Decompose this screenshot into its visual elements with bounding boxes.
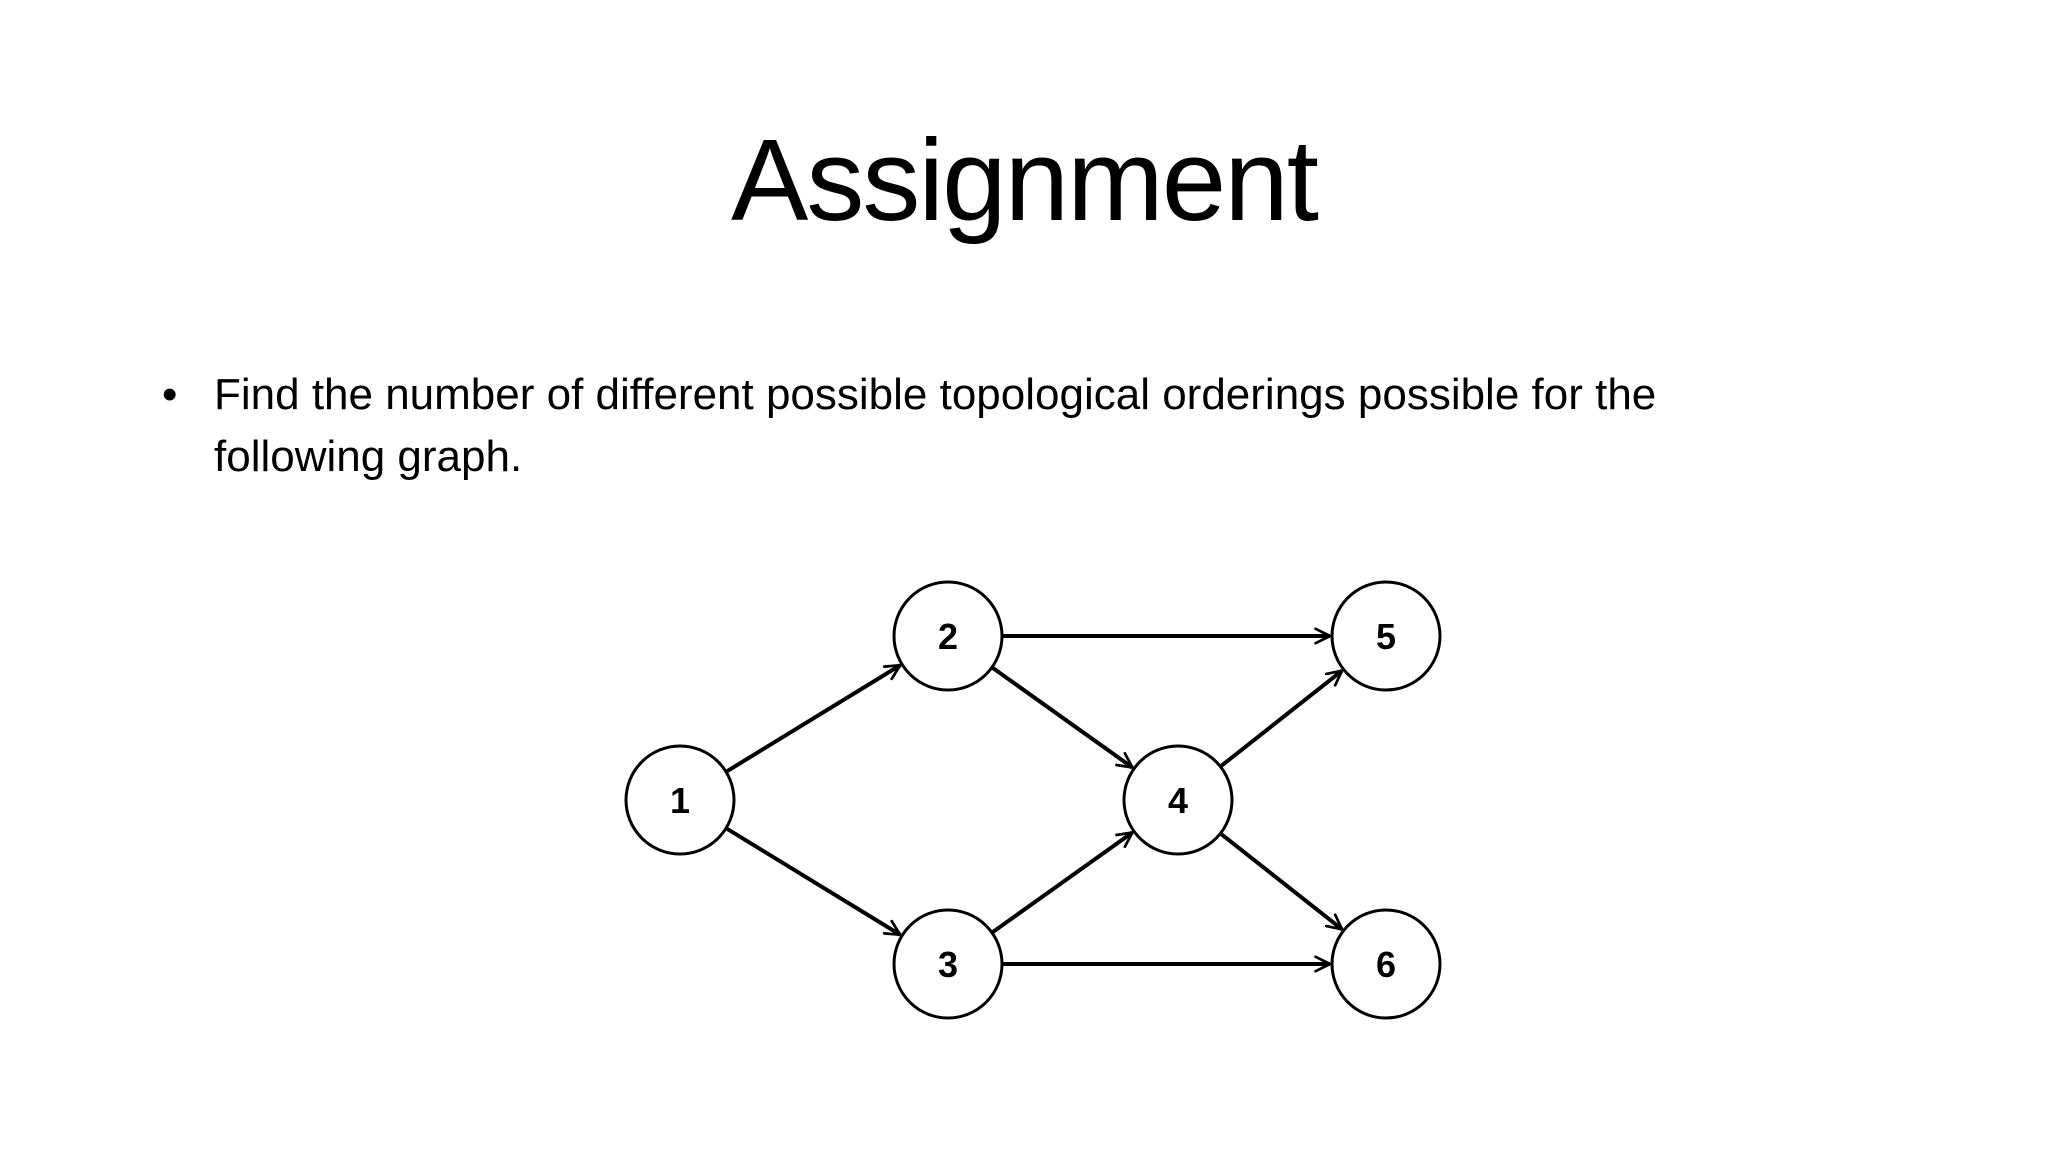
node-circle (624, 744, 736, 856)
edge-3-to-4 (990, 830, 1134, 935)
edge-1-to-2 (725, 663, 902, 774)
node-label: 2 (938, 616, 958, 657)
graph-node-1: 1 (624, 744, 736, 856)
edge-4-to-6 (1219, 831, 1344, 931)
node-label: 3 (938, 944, 958, 985)
node-circle (1330, 580, 1442, 692)
edge-2-to-4 (990, 665, 1134, 770)
edge-4-to-5 (1219, 669, 1344, 769)
node-label: 6 (1376, 944, 1396, 985)
node-label: 5 (1376, 616, 1396, 657)
node-label: 1 (670, 780, 690, 821)
node-label: 4 (1168, 780, 1188, 821)
edge-1-to-3 (725, 826, 902, 937)
graph-node-4: 4 (1122, 744, 1234, 856)
graph-node-3: 3 (892, 908, 1004, 1020)
node-circle (892, 908, 1004, 1020)
graph-node-2: 2 (892, 580, 1004, 692)
bullet-text: Find the number of different possible to… (214, 370, 1657, 481)
bullet-item: • Find the number of different possible … (162, 364, 1862, 488)
slide-title: Assignment (730, 115, 1319, 245)
graph-node-6: 6 (1330, 908, 1442, 1020)
graph-node-5: 5 (1330, 580, 1442, 692)
node-circle (892, 580, 1004, 692)
node-circle (1330, 908, 1442, 1020)
node-circle (1122, 744, 1234, 856)
bullet-marker: • (162, 370, 178, 419)
